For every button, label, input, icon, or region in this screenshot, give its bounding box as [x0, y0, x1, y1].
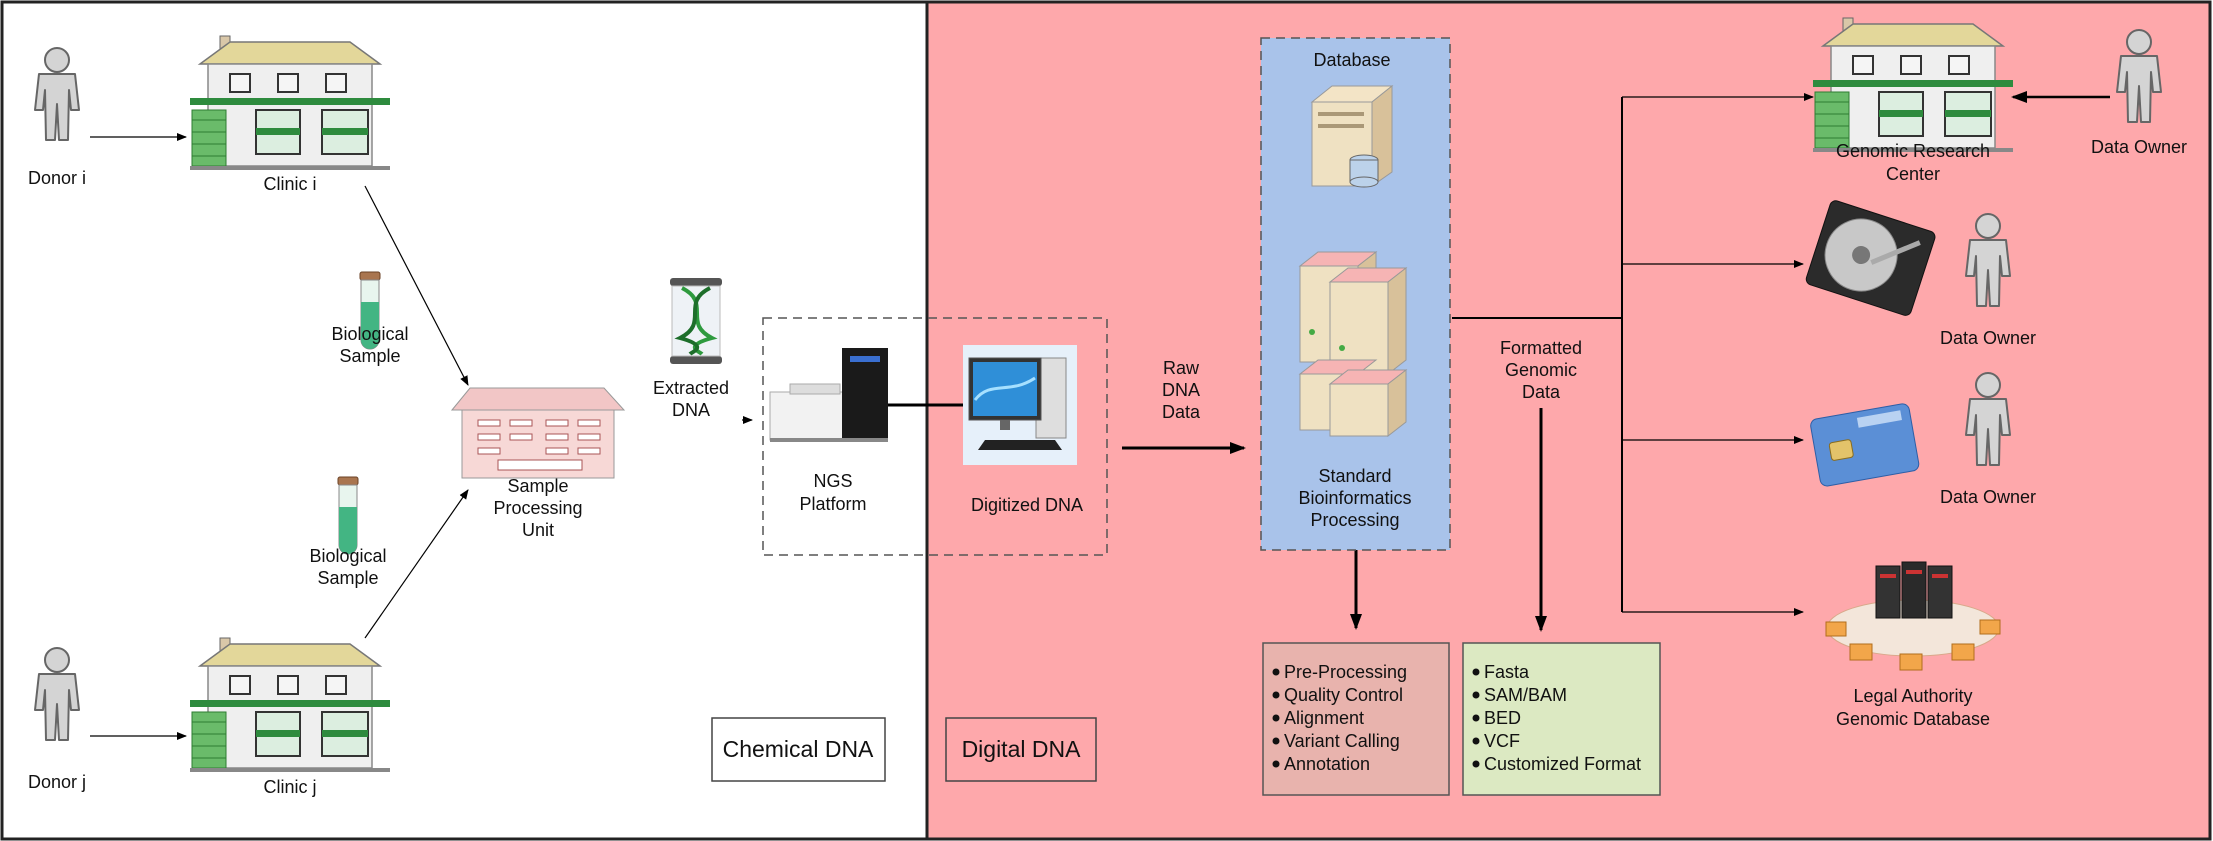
database-server-icon: [1310, 84, 1394, 188]
processing-steps-box: [1262, 642, 1450, 796]
digitized-dna-label: Digitized DNA: [971, 495, 1083, 515]
legal-authority-line2: Genomic Database: [1836, 709, 1990, 729]
test-tube-icon-2: [337, 476, 359, 555]
research-center-line2: Center: [1886, 164, 1940, 184]
data-owner-1-label: Data Owner: [2091, 137, 2187, 157]
hard-disk-icon: [1805, 200, 1936, 316]
std-proc-line3: Processing: [1310, 510, 1399, 530]
server-cluster-icon: [1825, 561, 2001, 671]
processing-step: Annotation: [1284, 754, 1370, 774]
processing-step: Alignment: [1284, 708, 1364, 728]
sequencer-icon: [769, 348, 888, 442]
formatted-line3: Data: [1522, 382, 1561, 402]
digital-dna-label-box: [945, 717, 1097, 782]
extracted-dna-line2: DNA: [672, 400, 710, 420]
formatted-line1: Formatted: [1500, 338, 1582, 358]
raw-data-line1: Raw: [1163, 358, 1200, 378]
computer-icon: [963, 345, 1077, 465]
raw-data-line2: DNA: [1162, 380, 1200, 400]
spu-line3: Unit: [522, 520, 554, 540]
lab-building-icon: [450, 387, 626, 479]
clinic-i-label: Clinic i: [263, 174, 316, 194]
database-title: Database: [1313, 50, 1390, 70]
research-center-line1: Genomic Research: [1836, 141, 1990, 161]
arrow-clinic-i-to-spu: [364, 185, 469, 386]
std-proc-line2: Bioinformatics: [1298, 488, 1411, 508]
extracted-dna-line1: Extracted: [653, 378, 729, 398]
dna-helix-icon: [670, 278, 722, 364]
format-item: VCF: [1484, 731, 1520, 751]
bio-sample-2-line2: Sample: [317, 568, 378, 588]
connectors: [90, 91, 2110, 740]
ngs-line2: Platform: [799, 494, 866, 514]
sequencing-dashed-box: [762, 317, 1108, 556]
spu-line1: Sample: [507, 476, 568, 496]
ngs-line1: NGS: [813, 471, 852, 491]
spu-line2: Processing: [493, 498, 582, 518]
legal-authority-line1: Legal Authority: [1853, 686, 1972, 706]
smart-card-icon: [1810, 403, 1920, 487]
bio-sample-1-line2: Sample: [339, 346, 400, 366]
processing-step: Variant Calling: [1284, 731, 1400, 751]
formats-box: [1462, 642, 1661, 796]
bio-sample-1-line1: Biological: [331, 324, 408, 344]
formats-list: Fasta SAM/BAM BED VCF Customized Format: [1472, 662, 1641, 774]
arrow-clinic-j-to-spu: [364, 489, 469, 639]
digital-dna-label: Digital DNA: [962, 736, 1082, 762]
bio-sample-2-line1: Biological: [309, 546, 386, 566]
research-center-building-icon: [1812, 17, 2014, 153]
processing-step: Pre-Processing: [1284, 662, 1407, 682]
clinic-j-building-icon: [189, 637, 391, 773]
chemical-dna-label-box: [711, 717, 886, 782]
format-item: Fasta: [1484, 662, 1530, 682]
server-rack-icon: [1298, 250, 1408, 438]
clinic-i-building-icon: [189, 35, 391, 171]
donor-j-label: Donor j: [28, 772, 86, 792]
chemical-dna-label: Chemical DNA: [723, 736, 874, 762]
data-owner-3-label: Data Owner: [1940, 487, 2036, 507]
format-item: Customized Format: [1484, 754, 1641, 774]
format-item: BED: [1484, 708, 1521, 728]
raw-data-line3: Data: [1162, 402, 1201, 422]
format-item: SAM/BAM: [1484, 685, 1567, 705]
formatted-line2: Genomic: [1505, 360, 1577, 380]
clinic-j-label: Clinic j: [263, 777, 316, 797]
processing-steps-list: Pre-Processing Quality Control Alignment…: [1272, 662, 1407, 774]
std-proc-line1: Standard: [1318, 466, 1391, 486]
donor-i-label: Donor i: [28, 168, 86, 188]
processing-step: Quality Control: [1284, 685, 1403, 705]
data-owner-2-label: Data Owner: [1940, 328, 2036, 348]
